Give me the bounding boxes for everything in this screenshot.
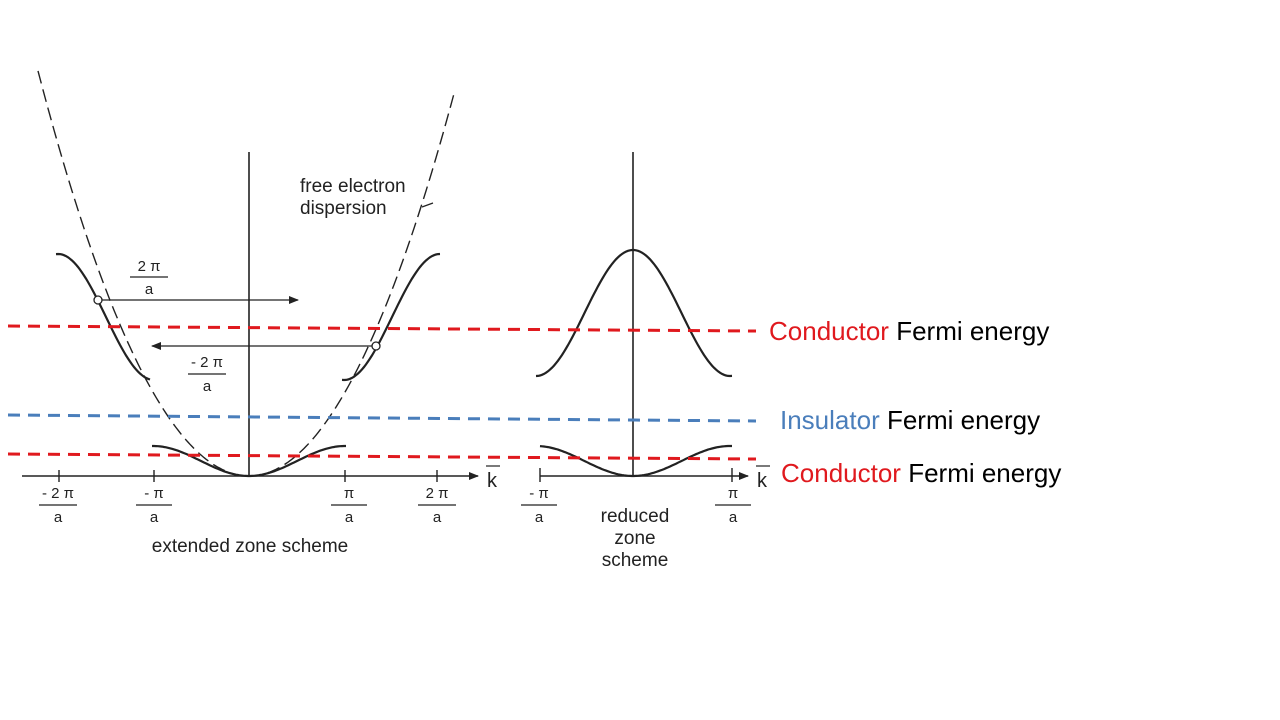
k-axis-label: k — [757, 470, 768, 492]
free-electron-parabola — [37, 70, 455, 477]
tick-label: - π — [529, 485, 549, 502]
tick-label-denominator: a — [54, 509, 63, 526]
insulator-label: Insulator Fermi energy — [780, 405, 1040, 436]
tick-label-denominator: a — [345, 509, 354, 526]
shift-left-denominator: a — [203, 378, 212, 395]
tick-label-denominator: a — [535, 509, 544, 526]
tick-label-denominator: a — [433, 509, 442, 526]
free-electron-label: free electron — [300, 176, 406, 197]
lower-conductor-fermi-line — [7, 452, 757, 461]
conductor-word: Conductor — [781, 458, 901, 488]
fermi-energy-text: Fermi energy — [879, 405, 1041, 435]
reduced-upper-band — [535, 248, 733, 378]
shift-left-numerator: - 2 π — [191, 354, 223, 371]
tick-label: π — [344, 485, 354, 502]
extended-zone-scheme — [22, 70, 479, 506]
upper-conductor-label: Conductor Fermi energy — [769, 316, 1049, 347]
tick-label: - 2 π — [42, 485, 74, 502]
reduced-caption: scheme — [602, 550, 669, 571]
conductor-word: Conductor — [769, 316, 889, 346]
label-leader-line — [421, 202, 434, 208]
upper-band-right — [341, 252, 441, 382]
shift-point-marker — [371, 341, 381, 351]
tick-label-denominator: a — [150, 509, 159, 526]
tick-label-denominator: a — [729, 509, 738, 526]
extended-zone-text: free electron dispersion 2 π a - 2 π a -… — [42, 176, 500, 557]
reduced-caption: reduced — [601, 506, 670, 527]
tick-label: π — [728, 485, 738, 502]
fermi-energy-text: Fermi energy — [888, 316, 1050, 346]
free-electron-label: dispersion — [300, 198, 387, 219]
extended-caption: extended zone scheme — [152, 536, 348, 557]
upper-conductor-fermi-line — [7, 324, 757, 333]
shift-right-denominator: a — [145, 281, 154, 298]
k-axis-label: k — [487, 470, 498, 492]
tick-label: 2 π — [426, 485, 449, 502]
lower-conductor-label: Conductor Fermi energy — [781, 458, 1061, 489]
insulator-word: Insulator — [780, 405, 880, 435]
fermi-energy-text: Fermi energy — [900, 458, 1062, 488]
reduced-lowest-band — [539, 444, 732, 478]
lowest-band — [152, 444, 346, 478]
reduced-caption: zone — [614, 528, 655, 549]
insulator-fermi-line — [7, 413, 757, 423]
reduced-zone-scheme — [521, 152, 751, 506]
upper-band-left — [55, 252, 151, 381]
shift-right-numerator: 2 π — [138, 258, 161, 275]
reduced-zone-text: - π a π a k reduced zone scheme — [529, 465, 770, 571]
tick-label: - π — [144, 485, 164, 502]
shift-point-marker — [93, 295, 103, 305]
